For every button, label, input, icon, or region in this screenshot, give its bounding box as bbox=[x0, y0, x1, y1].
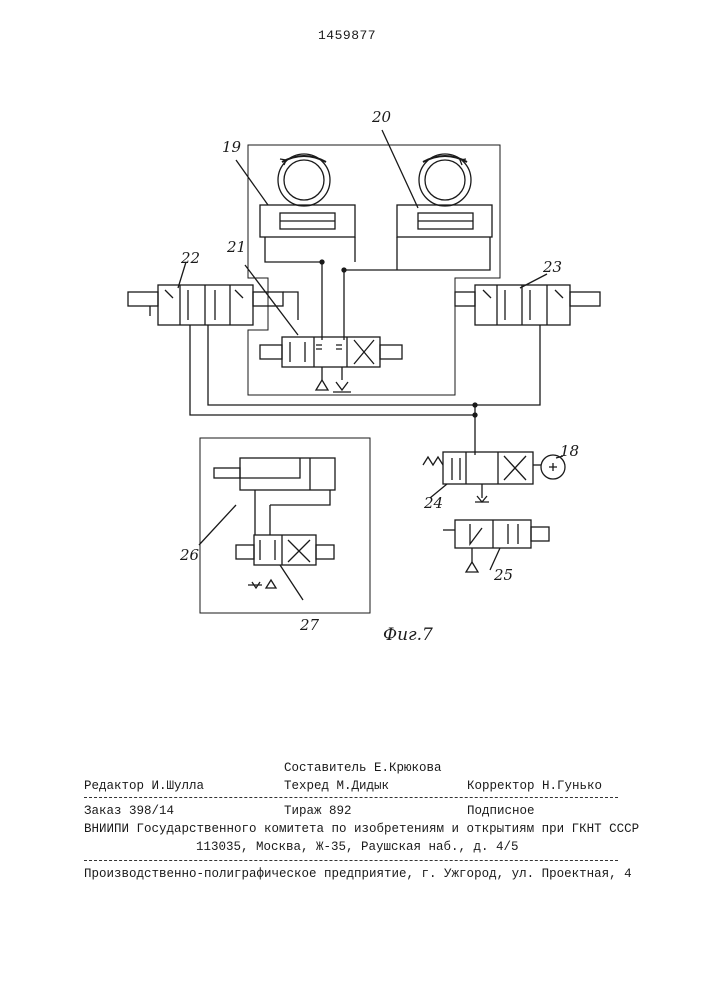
label-27: 27 bbox=[299, 616, 320, 634]
printer: Производственно-полиграфическое предприя… bbox=[84, 867, 632, 881]
valve-25 bbox=[443, 520, 549, 572]
drum-feed-lines bbox=[265, 237, 490, 340]
hydraulic-schematic: 19 20 21 22 23 18 24 25 26 27 bbox=[0, 0, 707, 700]
circulation: Тираж 892 bbox=[284, 804, 352, 818]
valve-21 bbox=[260, 337, 402, 392]
label-23: 23 bbox=[542, 258, 562, 276]
label-24: 24 bbox=[423, 494, 443, 512]
rule-top bbox=[84, 797, 618, 798]
order-number: Заказ 398/14 bbox=[84, 804, 174, 818]
valve-24 bbox=[423, 452, 565, 502]
compiler: Составитель Е.Крюкова bbox=[284, 761, 442, 775]
vniipi: ВНИИПИ Государственного комитета по изоб… bbox=[84, 822, 639, 836]
valve-23 bbox=[455, 285, 600, 325]
corrector: Корректор Н.Гунько bbox=[467, 779, 602, 793]
label-21: 21 bbox=[226, 238, 246, 256]
editor: Редактор И.Шулла bbox=[84, 779, 204, 793]
cylinder-26 bbox=[214, 458, 335, 490]
label-22: 22 bbox=[180, 249, 200, 267]
lower-enclosure-frame bbox=[200, 438, 370, 613]
subscription: Подписное bbox=[467, 804, 535, 818]
rule-bottom bbox=[84, 860, 618, 861]
label-19: 19 bbox=[222, 138, 242, 156]
label-25: 25 bbox=[493, 566, 513, 584]
return-lines bbox=[190, 325, 540, 455]
drum-20 bbox=[397, 154, 492, 237]
valve-22 bbox=[128, 285, 298, 325]
address: 113035, Москва, Ж-35, Раушская наб., д. … bbox=[196, 840, 519, 854]
label-20: 20 bbox=[371, 108, 392, 126]
label-26: 26 bbox=[179, 546, 200, 564]
techred: Техред М.Дидык bbox=[284, 779, 389, 793]
label-18: 18 bbox=[560, 442, 579, 460]
drum-19 bbox=[260, 154, 355, 237]
figure-caption: Фиг.7 bbox=[383, 625, 433, 645]
